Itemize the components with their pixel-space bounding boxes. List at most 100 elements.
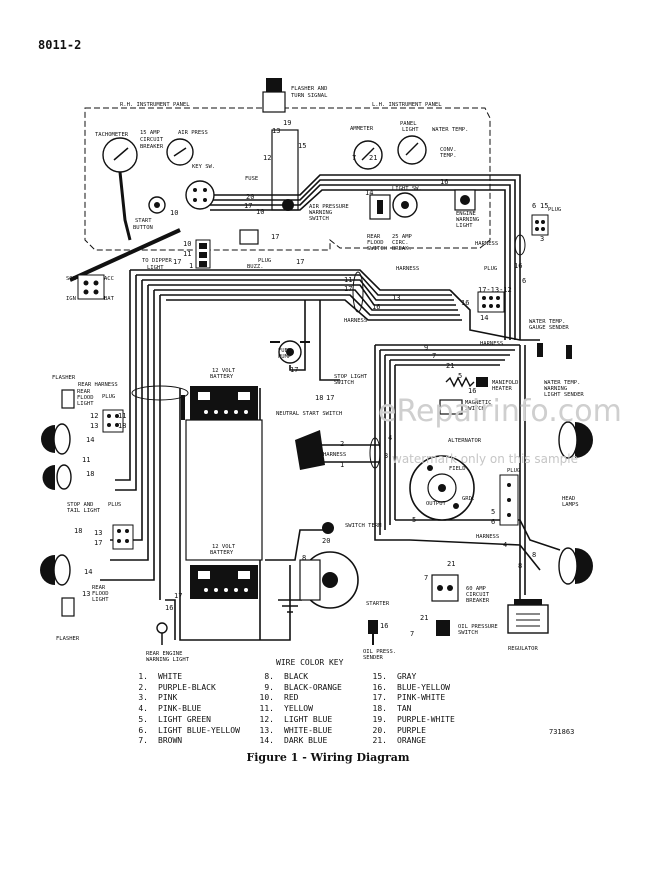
cb60-label-2: CIRCUIT xyxy=(466,592,490,598)
flasher-left-top xyxy=(61,389,75,409)
fuel-pump-label-2: PUMP xyxy=(278,354,292,360)
harness-wires xyxy=(100,174,561,641)
rear-flood-light-lower-label-2: FLOOD xyxy=(92,591,109,597)
wire-num-1-a: 1 xyxy=(189,262,193,270)
color-key-row: 7.BROWN xyxy=(138,736,183,746)
fuel-pump-label-1: FUEL xyxy=(278,348,292,354)
wire-num-3-b: 3 xyxy=(384,452,388,460)
wire-num-15-b: 15 xyxy=(540,202,548,210)
wire-num-13-c: 13 xyxy=(90,422,98,430)
wire-num-10-b: 10 xyxy=(170,209,178,217)
color-key-column-2: 8.BLACK 9.BLACK-ORANGE 10.RED 11.YELLOW … xyxy=(252,672,342,747)
lh-panel-label: L.H. INSTRUMENT PANEL xyxy=(372,102,442,108)
start-label-2: BUTTON xyxy=(133,225,153,231)
wire-num-11-a: 11 xyxy=(183,250,191,258)
wire-num-13: 13 xyxy=(272,127,280,135)
watermark-sub: watermark only on this sample xyxy=(392,452,579,466)
cb60-label-1: 60 AMP xyxy=(466,586,487,592)
to-dipper-label-1: TO DIPPER xyxy=(142,258,172,264)
water-warn-label-2: WARNING xyxy=(544,386,567,392)
flasher-turn-label-2: TURN SIGNAL xyxy=(291,93,328,99)
circuit-breaker-60-amp xyxy=(431,574,459,602)
alternator-label: ALTERNATOR xyxy=(448,438,482,444)
rear-engine-label-1: REAR ENGINE xyxy=(146,651,182,657)
grd-label: GRD. xyxy=(462,496,475,502)
color-key-row: 14.DARK BLUE xyxy=(259,736,328,746)
rear-flood-label-3: SWITCH xyxy=(367,246,387,252)
harness-label-5: HARNESS xyxy=(323,452,346,458)
battery-upper-label-2: BATTERY xyxy=(210,374,234,380)
wire-num-5-a: 5 xyxy=(458,372,462,380)
color-key-row: 5.LIGHT GREEN xyxy=(138,714,211,724)
bat-label: BAT xyxy=(104,296,115,302)
stop-tail-label-1: STOP AND xyxy=(67,502,94,508)
color-key-column-1: 1.WHITE 2.PURPLE-BLACK 3.PINK 4.PINK-BLU… xyxy=(126,672,240,747)
wire-num-21-c: 21 xyxy=(447,560,455,568)
light-sw-label: LIGHT SW. xyxy=(392,186,422,192)
wire-num-20: 20 xyxy=(322,537,330,545)
regulator-label: REGULATOR xyxy=(508,646,538,652)
air-pressure-gauge xyxy=(166,138,194,166)
tachometer-gauge xyxy=(102,137,138,241)
wire-num-6-a: 6 xyxy=(532,202,536,210)
wire-num-9: 9 xyxy=(424,344,428,352)
center-plug-connector xyxy=(477,291,505,313)
wire-num-14-d: 14 xyxy=(84,568,92,576)
cb25-label-1: 25 AMP xyxy=(392,234,413,240)
air-warn-label-2: WARNING xyxy=(309,210,332,216)
wire-num-17-b: 17 xyxy=(271,233,279,241)
color-key-row: 2.PURPLE-BLACK xyxy=(138,682,216,692)
ammeter-gauge xyxy=(353,140,383,170)
water-temp-gauge xyxy=(397,135,427,165)
wire-num-10-c: 10 xyxy=(183,240,191,248)
flasher-left-bottom xyxy=(61,597,75,617)
to-dipper-label-2: LIGHT xyxy=(147,265,164,271)
light-switch xyxy=(392,192,418,218)
panel-light-label-1: PANEL xyxy=(400,121,417,127)
air-pressure-warning-switch xyxy=(271,129,299,211)
plug-label-alternator: PLUG xyxy=(507,468,520,474)
wire-num-17-e: 17 xyxy=(344,285,352,293)
rear-flood-light-lower-label-1: REAR xyxy=(92,585,106,591)
oil-switch-label-1: OIL PRESSURE xyxy=(458,624,498,630)
wire-num-17-i: 17 xyxy=(174,592,182,600)
water-sender-label-1: WATER TEMP. xyxy=(529,319,565,325)
component-labels: FLASHER AND TURN SIGNAL R.H. INSTRUMENT … xyxy=(52,86,584,663)
stop-light-label-2: SWITCH xyxy=(334,380,354,386)
key-switch xyxy=(185,180,215,210)
head-lamp-upper xyxy=(558,421,593,459)
manifold-label-2: HEATER xyxy=(492,386,513,392)
wire-number-labels: 19 13 15 12 20 17 10 10 10 11 1 17 17 17… xyxy=(74,119,548,638)
battery-upper-label-1: 12 VOLT xyxy=(212,368,236,374)
wire-num-16-g: 16 xyxy=(380,622,388,630)
wire-num-12-b: 12 xyxy=(90,412,98,420)
battery-upper xyxy=(185,386,263,561)
wire-num-7-b: 7 xyxy=(432,352,436,360)
rear-flood-light-label-1: REAR xyxy=(77,389,91,395)
wire-num-16-e: 16 xyxy=(468,387,476,395)
ground-symbol xyxy=(278,599,302,613)
wire-num-16-f: 16 xyxy=(165,604,173,612)
rear-engine-label-2: WARNING LIGHT xyxy=(146,657,190,663)
harness-clamps xyxy=(131,234,526,469)
head-lamp-lower xyxy=(558,547,593,585)
wire-num-13-e: 13 xyxy=(82,590,90,598)
wire-num-7: 7 xyxy=(352,154,356,162)
flasher-label-top: FLASHER xyxy=(52,375,76,381)
wire-num-17-c: 17 xyxy=(296,258,304,266)
plug-label-panel: PLUG xyxy=(258,258,271,264)
battery-lower xyxy=(190,565,258,599)
wire-num-21-d: 21 xyxy=(420,614,428,622)
cb25-label-2: CIRC. xyxy=(392,240,409,246)
alternator-plug xyxy=(499,474,519,526)
wire-num-13-d: 13 xyxy=(94,529,102,537)
water-temp-label: WATER TEMP. xyxy=(432,127,468,133)
head-lamps-label-1: HEAD xyxy=(562,496,575,502)
switch-term-label: SWITCH TERM xyxy=(345,523,382,529)
flasher-turn-signal xyxy=(262,78,286,113)
harness-label-4: HARNESS xyxy=(480,341,503,347)
rear-flood-light-label-3: LIGHT xyxy=(77,401,94,407)
rear-flood-light-lower-label-3: LIGHT xyxy=(92,597,109,603)
key-sw-label: KEY SW. xyxy=(192,164,215,170)
starter-motor xyxy=(299,551,359,609)
